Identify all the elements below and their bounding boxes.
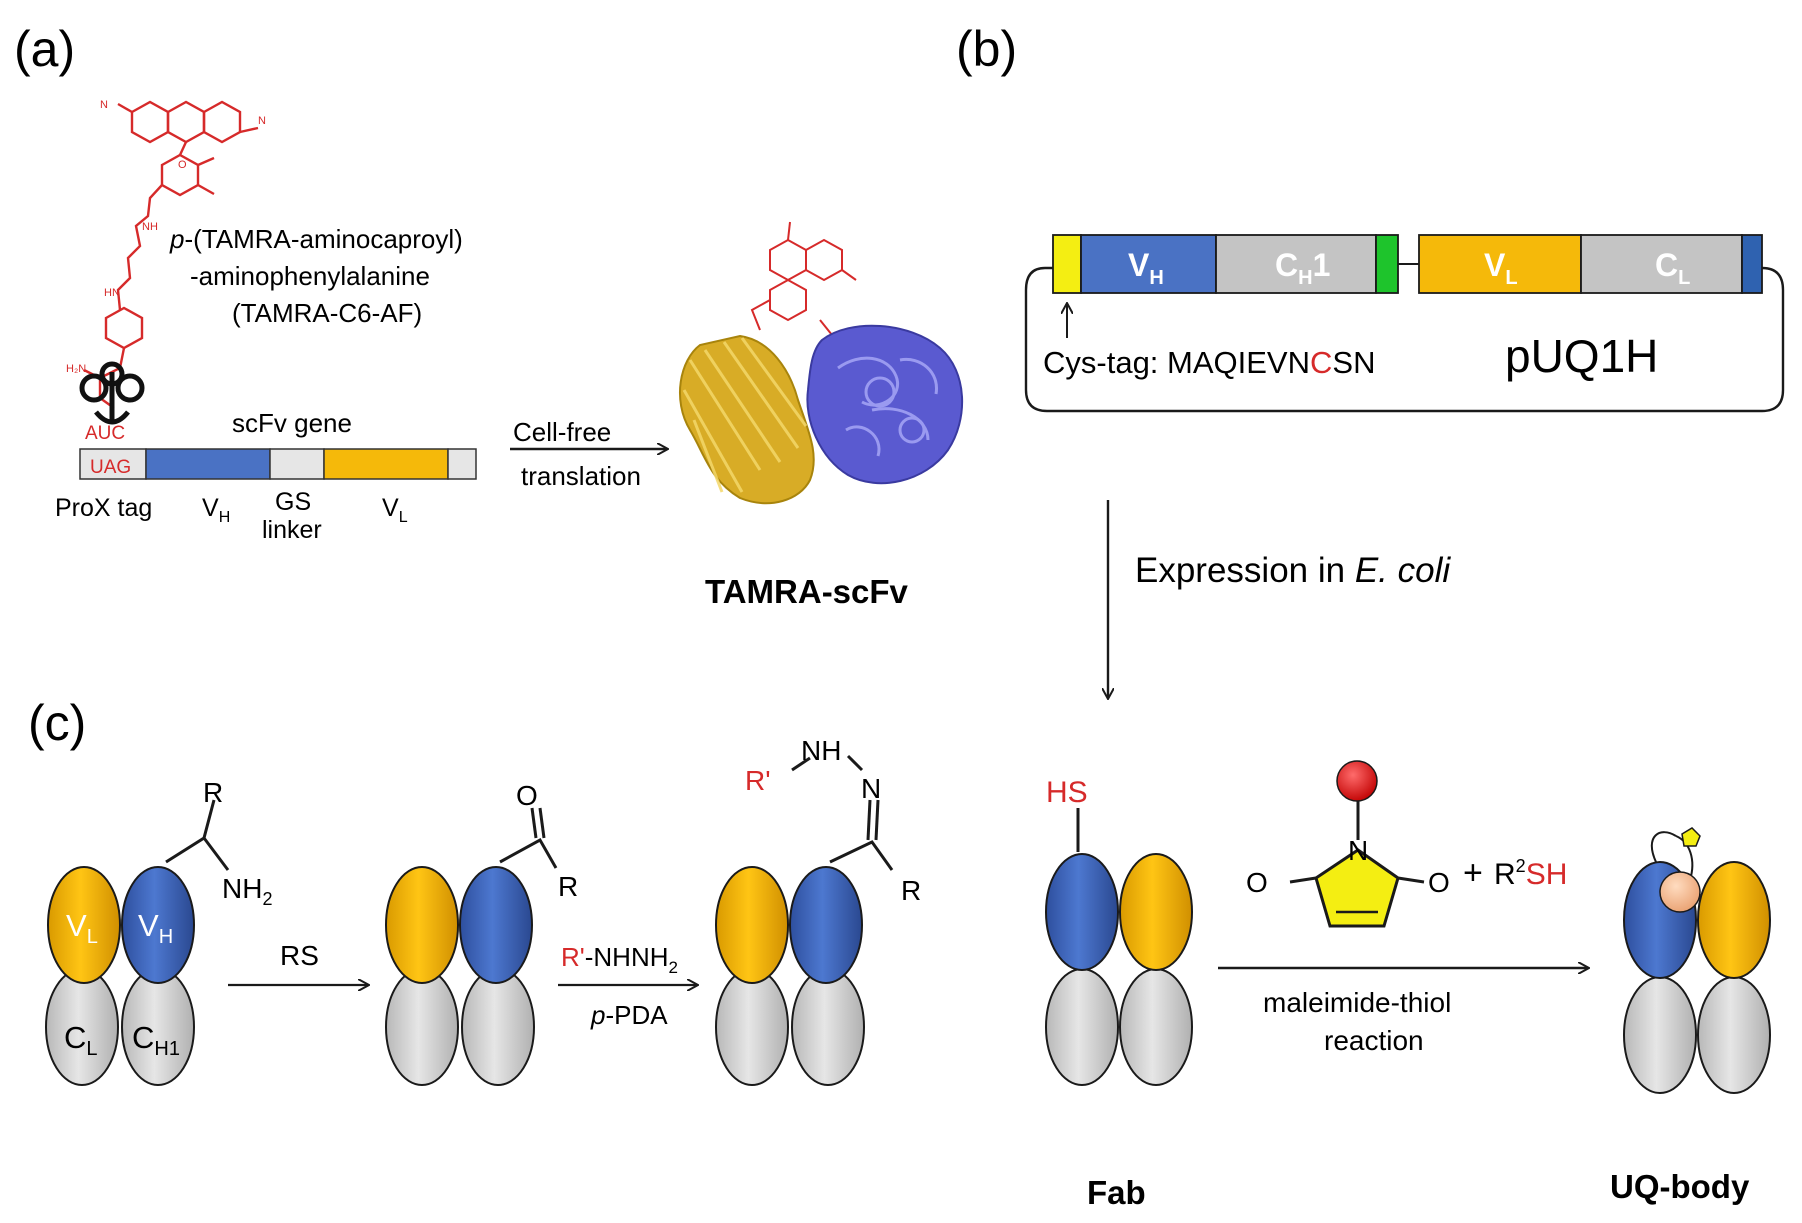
maleimide-n: N [1348,835,1368,866]
struct3-r-prime-label: R' [745,765,771,796]
plasmid-segment-cl: CL [1655,247,1690,289]
panel-label-b: (b) [956,21,1017,77]
fab1-domain-vl: VL [66,908,98,948]
struct3-nh-label: NH [801,735,841,766]
svg-text:O: O [178,159,187,171]
panel-label-a: (a) [14,21,75,77]
svg-text:NH: NH [142,221,158,233]
structure-atom-labels: N N O NH HN H₂N [66,99,266,375]
expression-label: Expression in E. coli [1135,551,1451,590]
cys-tag-sequence: Cys-tag: MAQIEVNCSN [1043,345,1375,380]
r2sh-label: R2SH [1494,856,1567,891]
scfv-gene-bar [79,448,477,480]
svg-text:N: N [258,115,266,127]
uq-body-label: UQ-body [1610,1168,1750,1205]
struct1-r-label: R [203,777,223,808]
fab-diagram-1 [45,866,195,1086]
segment-label-prox-tag: ProX tag [55,494,152,522]
plus-sign: + [1463,854,1483,892]
hydrazine-arrow-bottom-label: p-PDA [590,1000,668,1030]
reaction-label-line2: reaction [1324,1025,1424,1056]
fab1-domain-ch1: CH1 [132,1020,180,1060]
fab1-domain-cl: CL [64,1020,98,1060]
panel-label-c: (c) [28,695,86,751]
segment-label-vh: VH [202,494,230,526]
fab-diagram-3 [715,866,865,1086]
struct1-nh2-label: NH2 [222,873,272,909]
svg-text:HN: HN [104,287,120,299]
compound-name-line3: (TAMRA-C6-AF) [232,298,422,328]
struct2-r-label: R [558,871,578,902]
fab-label: Fab [1087,1174,1146,1211]
struct2-ketone-bonds [499,807,558,869]
tamra-scfv-ribbon-structure [679,221,964,505]
struct3-n-label: N [861,773,881,804]
anticodon-label: AUC [85,423,125,444]
plasmid-segment-vl: VL [1484,247,1518,289]
struct2-o-label: O [516,780,538,811]
struct3-r-label: R [901,875,921,906]
fab-diagram-2 [385,866,535,1086]
struct1-nh2-bond [202,837,230,871]
compound-name-line1: p-(TAMRA-aminocaproyl) [169,224,463,254]
tamra-scfv-label: TAMRA-scFv [705,573,909,610]
cell-free-label-line1: Cell-free [513,417,611,447]
struct1-bonds [165,799,216,864]
uq-body-diagram [1623,827,1771,1094]
reaction-label-line1: maleimide-thiol [1263,987,1451,1018]
struct3-hydrazone-bonds [791,754,894,871]
fab1-domain-vh: VH [138,908,173,948]
segment-label-gs-line1: GS [275,488,311,516]
svg-text:H₂N: H₂N [66,363,86,375]
plasmid-segment-vh: VH [1128,247,1164,289]
maleimide-reagent [1289,760,1425,928]
rs-arrow-label: RS [280,940,319,971]
segment-label-vl: VL [382,494,408,526]
svg-text:N: N [100,99,108,111]
plasmid-segment-ch1: CH1 [1275,247,1330,289]
pUQ1H-plasmid-map [1024,234,1785,413]
fab-diagram-4 [1045,853,1193,1086]
cell-free-label-line2: translation [521,461,641,491]
maleimide-o-right: O [1428,867,1450,898]
thiol-hs-label: HS [1046,776,1088,809]
compound-name-line2: -aminophenylalanine [190,261,430,291]
scfv-gene-label: scFv gene [232,408,352,438]
uag-codon-label: UAG [90,457,131,478]
segment-label-gs-line2: linker [262,516,322,544]
trna-icon [79,361,145,425]
plasmid-name: pUQ1H [1505,330,1658,382]
hydrazine-arrow-top-label: R'-NHNH2 [561,942,678,977]
maleimide-o-left: O [1246,867,1268,898]
